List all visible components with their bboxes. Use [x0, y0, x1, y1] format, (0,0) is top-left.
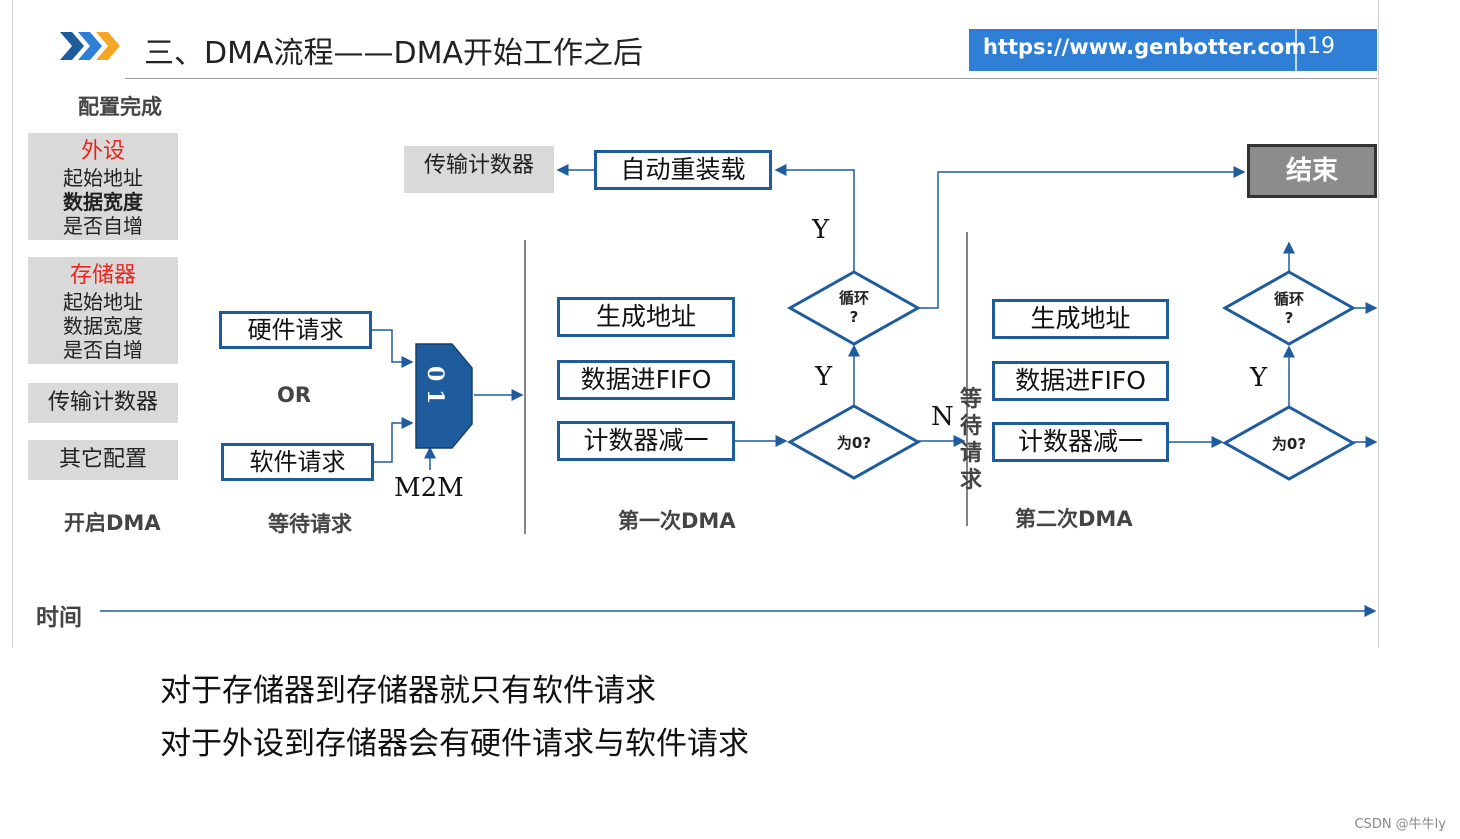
peripheral-config-box: 外设 起始地址 数据宽度 是否自增 [28, 133, 178, 240]
second-loop-decision [1221, 270, 1357, 346]
first-zero-label: 为0? [836, 434, 872, 452]
m2m-label: M2M [394, 473, 464, 503]
wait-request-vertical: 等 待 请 求 [958, 386, 984, 494]
chevrons-logo-icon [60, 32, 120, 60]
first-y-upper-label: Y [812, 215, 830, 245]
first-gen-address-box: 生成地址 [557, 297, 735, 337]
first-loop-label: 循环 ? [838, 289, 869, 326]
software-request-box: 软件请求 [221, 443, 374, 481]
n-label: N [931, 402, 954, 432]
time-axis-label: 时间 [36, 605, 82, 631]
memory-line: 数据宽度 [63, 314, 143, 338]
mux-selector [415, 343, 473, 449]
second-dma-label: 第二次DMA [1015, 507, 1133, 531]
second-zero-decision [1221, 405, 1357, 481]
peripheral-line: 起始地址 [63, 166, 143, 190]
peripheral-line: 是否自增 [63, 214, 143, 238]
wait-vertical-char: 请 [959, 441, 982, 466]
mux-label: 0 1 [422, 366, 448, 405]
start-dma-label: 开启DMA [64, 511, 161, 535]
url-banner: https://www.genbotter.com 19 [969, 29, 1377, 71]
first-loop-decision [786, 270, 922, 346]
first-zero-decision [786, 404, 922, 480]
config-section-label: 配置完成 [78, 95, 162, 119]
transfer-counter-config: 传输计数器 [28, 383, 178, 423]
peripheral-title: 外设 [80, 139, 125, 164]
or-label: OR [277, 383, 312, 407]
url-text[interactable]: https://www.genbotter.com [983, 35, 1307, 59]
hardware-request-box: 硬件请求 [219, 311, 372, 349]
title-divider [125, 78, 1377, 79]
wait-vertical-char: 求 [959, 468, 982, 493]
memory-line: 起始地址 [63, 290, 143, 314]
caption-line: 对于外设到存储器会有硬件请求与软件请求 [160, 726, 749, 762]
second-y-label: Y [1250, 363, 1268, 393]
memory-title: 存储器 [69, 263, 136, 288]
second-loop-label: 循环 ? [1273, 290, 1304, 327]
end-box: 结束 [1247, 144, 1377, 198]
caption-line: 对于存储器到存储器就只有软件请求 [160, 673, 656, 709]
first-y-lower-label: Y [815, 362, 833, 392]
page-number: 19 [1307, 34, 1335, 59]
second-data-fifo-box: 数据进FIFO [992, 361, 1169, 401]
first-data-fifo-box: 数据进FIFO [557, 360, 735, 400]
first-counter-dec-box: 计数器减一 [557, 421, 735, 461]
wait-vertical-char: 待 [959, 414, 982, 439]
first-dma-label: 第一次DMA [618, 509, 736, 533]
auto-reload-box: 自动重装载 [594, 150, 772, 190]
first-dma-counter-box: 传输计数器 [404, 146, 554, 193]
peripheral-line: 数据宽度 [63, 190, 143, 214]
second-gen-address-box: 生成地址 [992, 299, 1169, 339]
page-title: 三、DMA流程——DMA开始工作之后 [144, 36, 644, 71]
second-counter-dec-box: 计数器减一 [992, 422, 1169, 462]
memory-config-box: 存储器 起始地址 数据宽度 是否自增 [28, 257, 178, 364]
second-zero-label: 为0? [1271, 435, 1307, 453]
watermark: CSDN @牛牛ly [1354, 817, 1446, 832]
wait-request-label: 等待请求 [268, 512, 352, 536]
wait-vertical-char: 等 [959, 387, 982, 412]
url-separator [1295, 29, 1297, 71]
other-config: 其它配置 [28, 440, 178, 480]
flow-connectors [100, 164, 1378, 617]
memory-line: 是否自增 [63, 338, 143, 362]
